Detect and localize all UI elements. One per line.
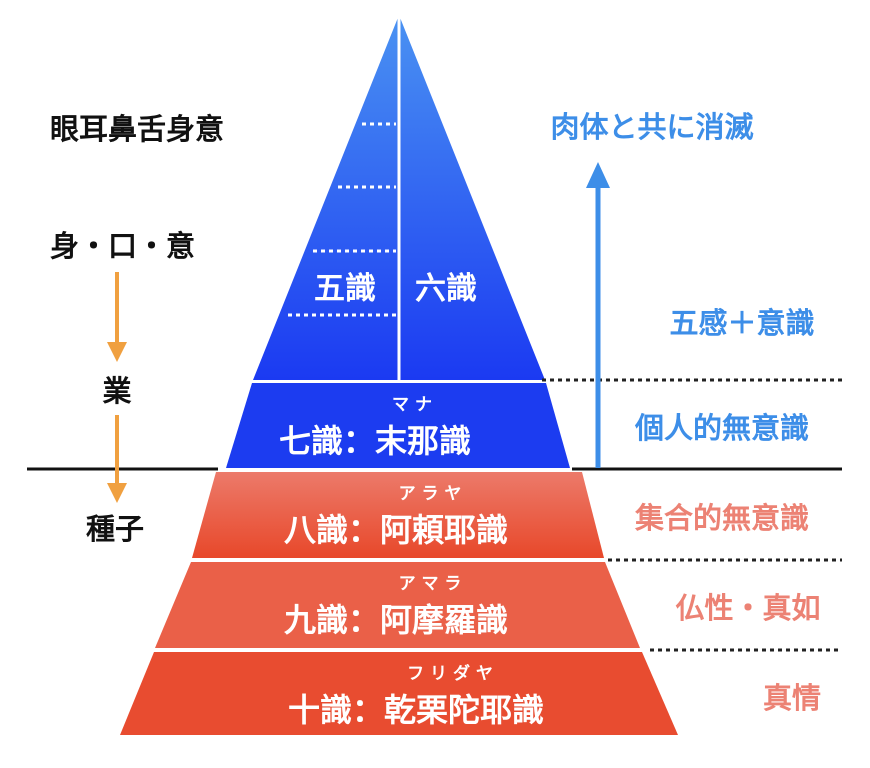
label-five-senses-plus-mind: 五感＋意識 bbox=[669, 306, 814, 340]
label-perish-with-body: 肉体と共に消滅 bbox=[550, 110, 753, 144]
pyramid-band-eighth bbox=[192, 472, 604, 558]
label-five-consciousness: 五識 bbox=[314, 271, 376, 307]
label-collective-unconscious: 集合的無意識 bbox=[634, 501, 809, 535]
label-six-senses: 眼耳鼻舌身意 bbox=[50, 112, 224, 146]
label-true-feeling: 真情 bbox=[763, 681, 821, 715]
label-karma: 業 bbox=[102, 374, 131, 408]
ruby-tenth: フ リ ダ ヤ bbox=[407, 663, 493, 684]
label-eighth: 八識：阿頼耶識 bbox=[284, 511, 508, 549]
label-tenth: 十識：乾栗陀耶識 bbox=[288, 691, 544, 729]
label-buddha-nature: 仏性・真如 bbox=[675, 591, 820, 625]
arrow-up-icon bbox=[586, 162, 610, 468]
pyramid-band-ninth bbox=[155, 562, 640, 648]
pyramid-band-seventh bbox=[226, 383, 570, 468]
label-body-speech-mind: 身・口・意 bbox=[50, 229, 195, 263]
sense-dividers bbox=[288, 122, 396, 317]
label-seventh: 七識：末那識 bbox=[279, 422, 471, 460]
ruby-ninth: ア マ ラ bbox=[399, 574, 462, 594]
arrow-down-icon bbox=[107, 415, 127, 503]
pyramid-band-tenth bbox=[120, 652, 678, 735]
label-ninth: 九識：阿摩羅識 bbox=[284, 601, 508, 639]
right-dotted-dividers bbox=[542, 378, 842, 652]
arrow-down-icon bbox=[107, 272, 127, 362]
label-six-consciousness: 六識 bbox=[415, 271, 477, 307]
ruby-seventh: マ ナ bbox=[392, 395, 432, 415]
label-personal-unconscious: 個人的無意識 bbox=[634, 411, 809, 445]
label-seed: 種子 bbox=[86, 512, 144, 546]
ruby-eighth: ア ラ ヤ bbox=[399, 484, 462, 504]
